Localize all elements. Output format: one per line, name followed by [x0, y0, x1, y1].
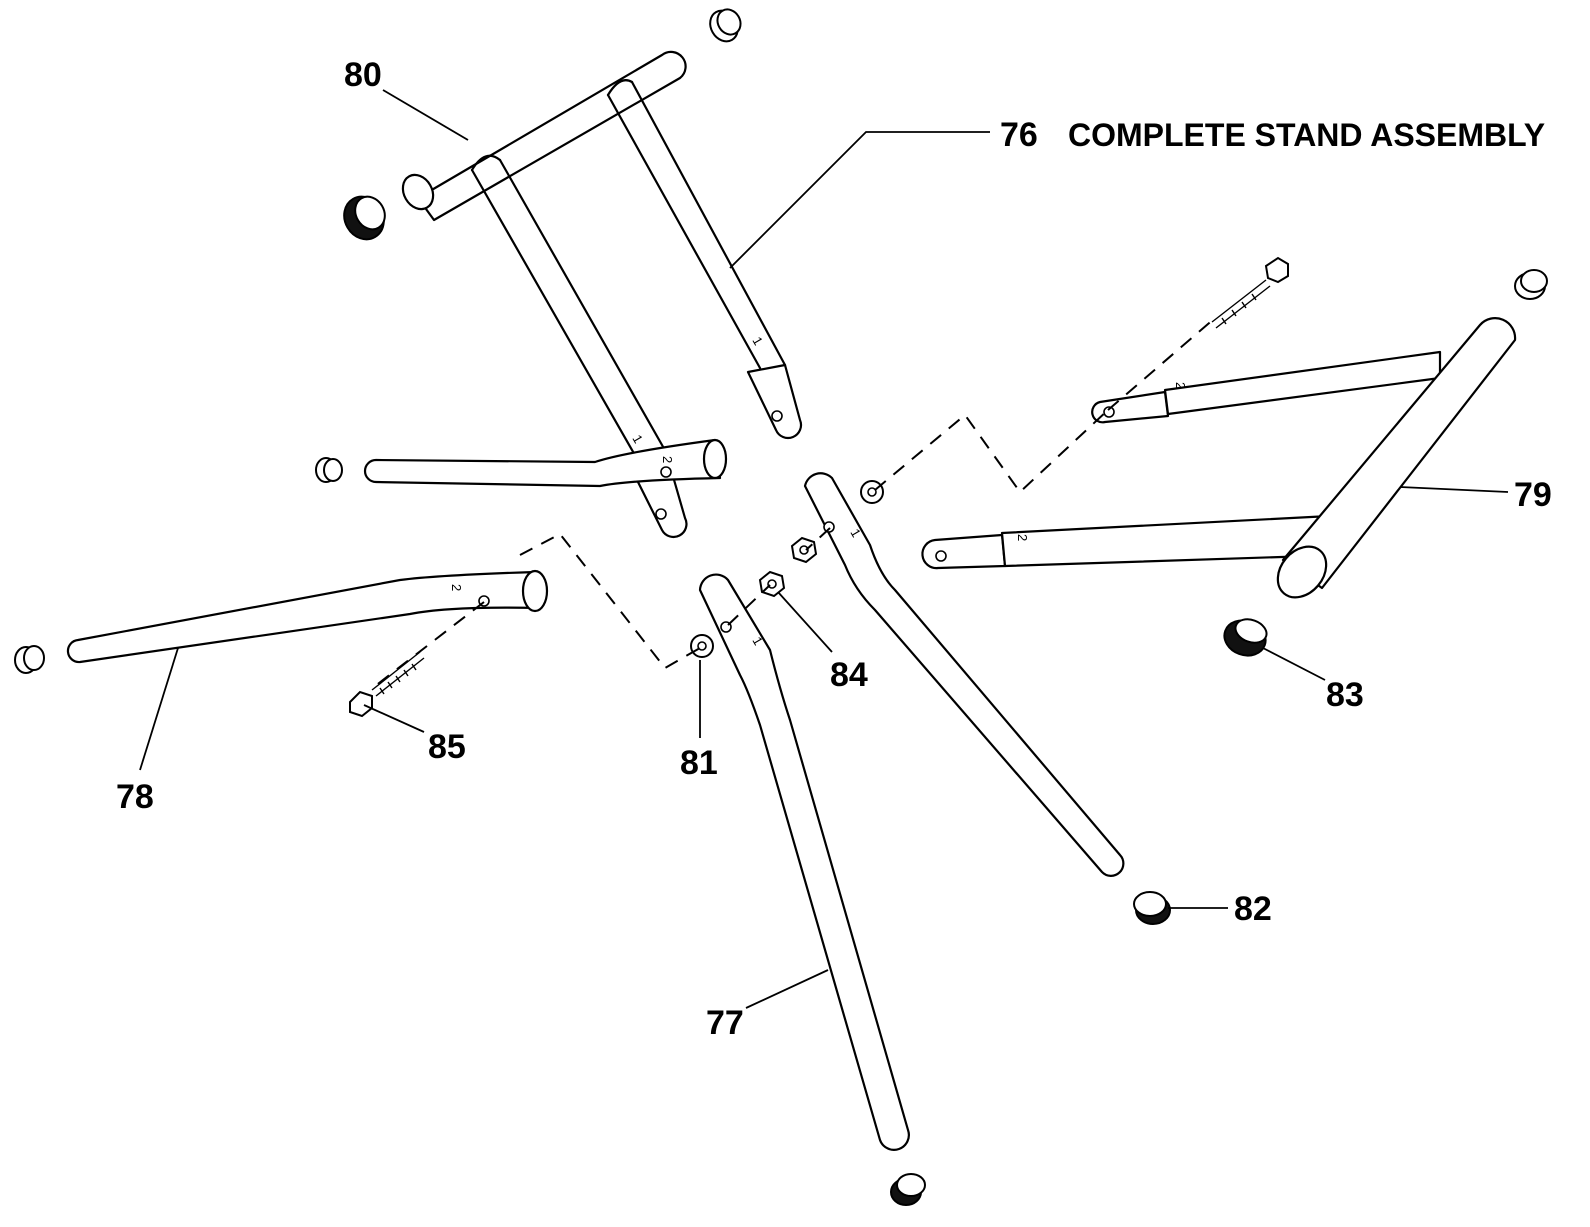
bolt-85-right: [1211, 256, 1289, 329]
cap-83: [1223, 618, 1268, 657]
mark-1-left-leg: 1: [629, 432, 646, 446]
leader-79: [1399, 486, 1509, 493]
callout-79: 79: [1514, 476, 1552, 514]
washer-81-center: [690, 634, 714, 658]
cap-top: [709, 8, 742, 43]
part-77-bottom-leg: [698, 573, 910, 1151]
cap-middle-left: [315, 457, 343, 483]
part-78-left-leg: [66, 569, 549, 664]
callout-80: 80: [344, 56, 382, 94]
diagram-title: COMPLETE STAND ASSEMBLY: [1068, 117, 1545, 153]
callout-82: 82: [1234, 890, 1272, 928]
assembly-line-left: [369, 532, 701, 691]
leader-76: [729, 131, 990, 269]
callout-83: 83: [1326, 676, 1364, 714]
callout-78: 78: [116, 778, 154, 816]
mark-2-right-lower: 2: [1015, 534, 1030, 541]
assembly-line-right: [874, 317, 1216, 494]
part-76-right-center-leg: [803, 472, 1125, 877]
callout-77: 77: [706, 1004, 744, 1042]
leader-78: [139, 647, 179, 771]
leader-77: [745, 969, 829, 1009]
mark-2-left-leg: 2: [449, 584, 464, 591]
callout-84: 84: [830, 656, 868, 694]
nut-84-right: [790, 536, 818, 564]
mark-1-right-leg: 1: [749, 334, 766, 348]
callout-85: 85: [428, 728, 466, 766]
cap-dark-left: [343, 195, 386, 241]
callout-76: 76: [1000, 116, 1038, 154]
leader-84: [777, 591, 833, 653]
cap-82: [1133, 891, 1171, 925]
assembly-line-nuts: [727, 527, 831, 626]
washer-81-right: [860, 480, 884, 504]
cap-far-left: [14, 645, 45, 674]
leader-83: [1262, 647, 1326, 681]
cap-top-right: [1514, 269, 1548, 300]
bolt-85-left: [349, 651, 425, 718]
mark-2-middle: 2: [660, 456, 675, 463]
leader-85: [363, 704, 425, 733]
callout-81: 81: [680, 744, 718, 782]
mark-2-right-upper: 2: [1173, 382, 1188, 389]
tube-middle-left: [363, 438, 728, 488]
leader-80: [382, 89, 469, 141]
cap-bottom: [890, 1173, 926, 1206]
part-79-right-assembly: [921, 317, 1517, 599]
